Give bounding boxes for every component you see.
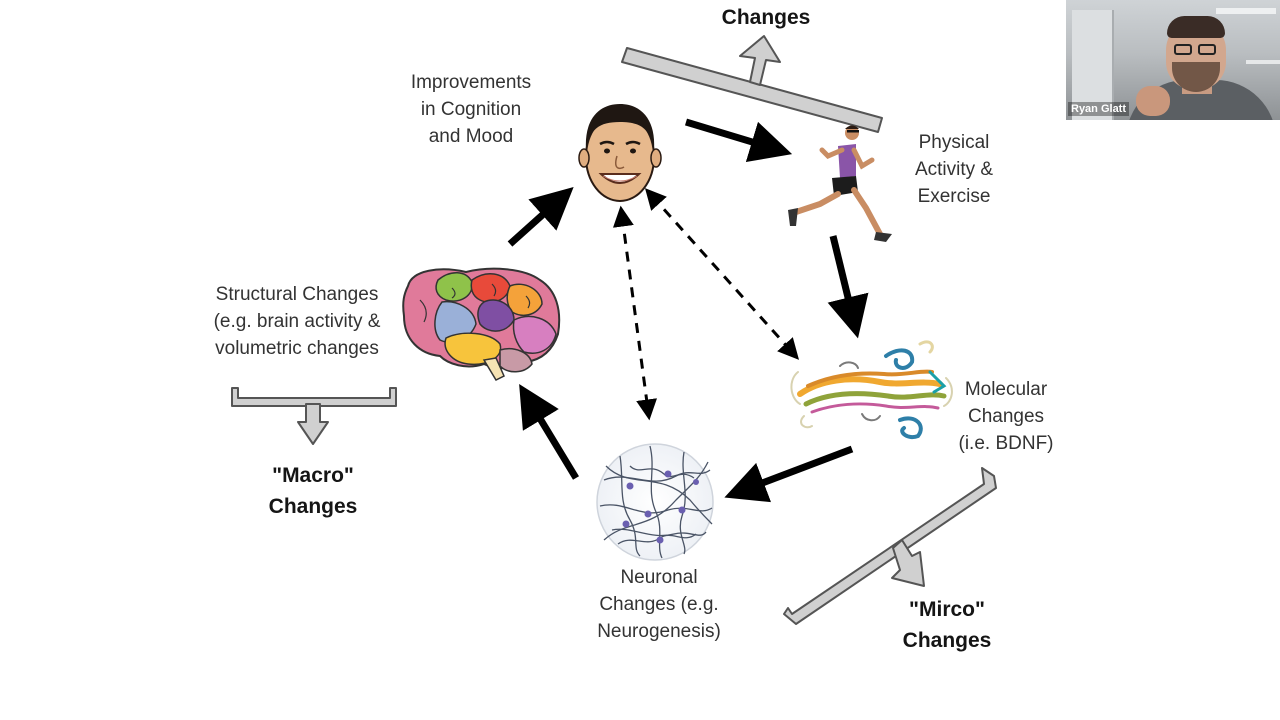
micro-bracket [783, 467, 997, 625]
ceiling-light [1246, 60, 1280, 64]
dashed-arrow-face-neurons [612, 205, 658, 421]
top-changes-heading: Changes [721, 6, 811, 29]
brain-icon [402, 267, 561, 381]
dashed-arrow-face-molecule [644, 188, 800, 360]
ceiling-light [1216, 8, 1276, 14]
neuron-network-icon [596, 443, 714, 561]
participant-hair [1167, 16, 1225, 38]
participant-hand [1136, 86, 1170, 116]
protein-molecule-icon [790, 340, 953, 439]
arrow-molecule-to-neurons [724, 445, 854, 503]
top-bracket [621, 35, 883, 133]
arrow-neurons-to-brain [519, 384, 579, 480]
macro-changes-heading: "Macro" Changes [268, 464, 358, 518]
arrow-runner-to-molecule [827, 235, 869, 339]
participant-name-tag: Ryan Glatt [1068, 102, 1130, 116]
participant-video-tile[interactable]: Ryan Glatt [1066, 0, 1280, 120]
smiling-face-icon [578, 104, 662, 202]
micro-changes-heading: "Mirco" Changes [902, 598, 992, 652]
molecular-changes-label: Molecular Changes (i.e. BDNF) [958, 379, 1054, 454]
physical-activity-label: Physical Activity & Exercise [914, 132, 994, 207]
arrow-face-to-runner [684, 118, 793, 163]
structural-changes-label: Structural Changes (e.g. brain activity … [213, 284, 381, 359]
macro-bracket [231, 387, 397, 445]
arrow-brain-to-face [507, 186, 574, 247]
glasses-icon [1174, 44, 1218, 56]
background-door [1072, 10, 1114, 120]
cognition-mood-label: Improvements in Cognition and Mood [410, 72, 532, 147]
runner-icon [788, 125, 892, 242]
neuronal-changes-label: Neuronal Changes (e.g. Neurogenesis) [597, 567, 721, 642]
